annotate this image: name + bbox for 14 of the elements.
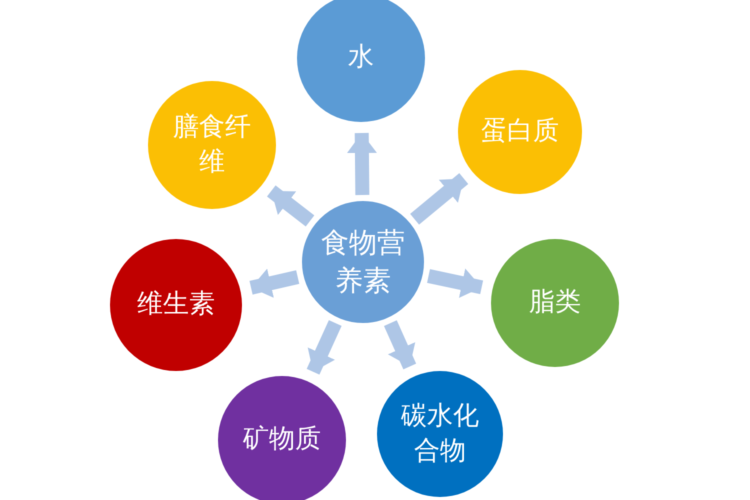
- center-circle: 食物营养素: [299, 198, 427, 326]
- nutrient-circle: 膳食纤维: [148, 81, 276, 209]
- arrow: [249, 268, 300, 298]
- nutrient-circle: 碳水化合物: [377, 371, 503, 497]
- arrow: [427, 268, 484, 298]
- nutrient-circle: 蛋白质: [458, 70, 582, 194]
- nutrient-circle: 维生素: [110, 239, 242, 371]
- nutrient-circle: 脂类: [491, 239, 619, 367]
- nutrient-circle: 矿物质: [218, 376, 346, 500]
- nutrient-circle: 水: [297, 0, 425, 122]
- arrow: [267, 185, 314, 226]
- arrow: [306, 320, 342, 375]
- arrow: [346, 132, 377, 196]
- arrow: [410, 173, 468, 225]
